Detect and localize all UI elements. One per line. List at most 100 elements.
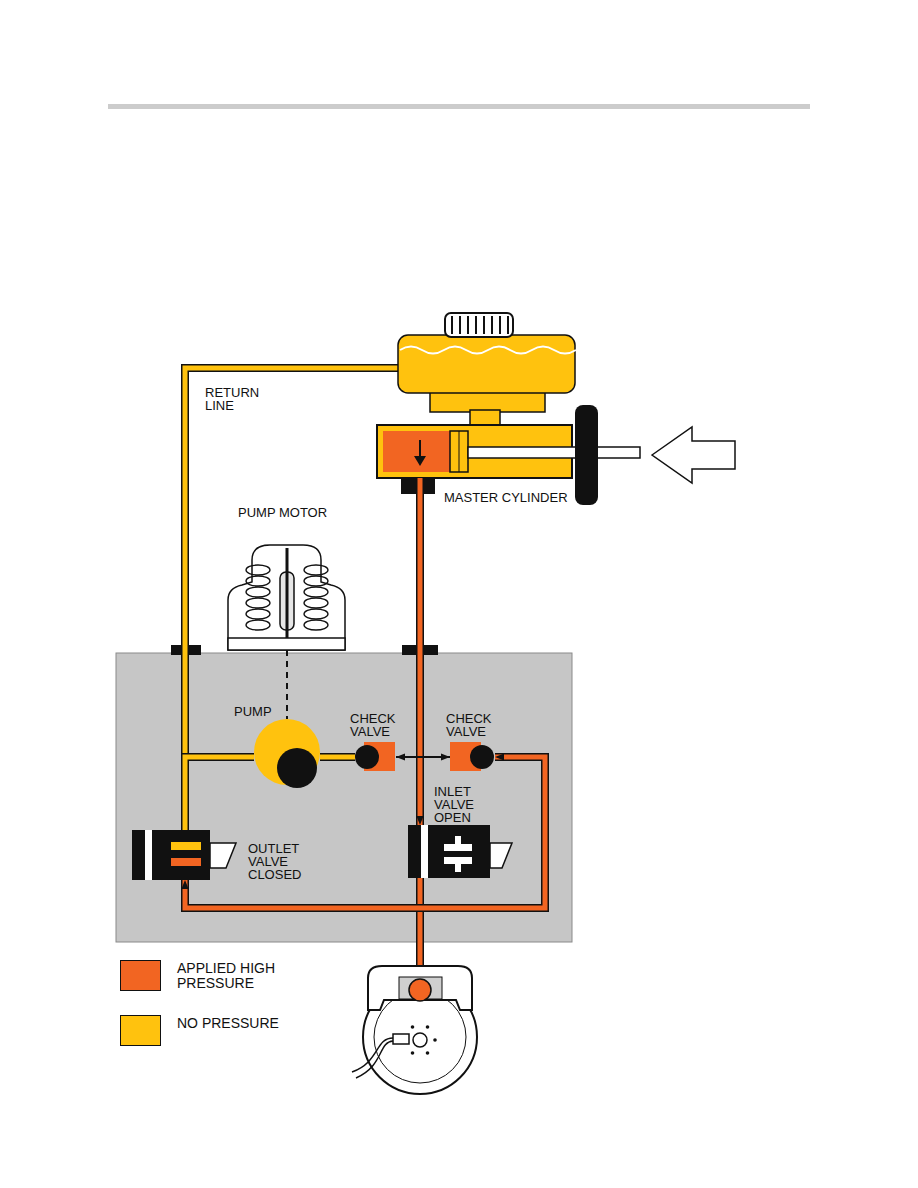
coil-turn	[304, 576, 328, 586]
piston	[450, 431, 468, 472]
motor-shaft	[286, 548, 289, 638]
connector-line	[418, 478, 423, 825]
legend-swatch	[120, 1015, 161, 1046]
hub-hole	[433, 1038, 437, 1042]
hub-hole	[426, 1025, 430, 1029]
motor-base	[228, 638, 345, 650]
component-label: CHECK VALVE	[350, 712, 406, 738]
hydraulic-connector	[185, 757, 545, 908]
connector-line	[320, 755, 355, 760]
knurl-rib	[499, 316, 501, 334]
outlet-valve-body	[132, 830, 210, 880]
component-node: MASTER CYLINDER	[377, 425, 572, 478]
rotor-ring	[374, 991, 466, 1083]
hydraulic-connector	[287, 650, 288, 719]
valve-seat	[455, 863, 461, 872]
coil-turn	[246, 576, 270, 586]
knurl-rib	[467, 316, 469, 334]
brake-caliper	[368, 966, 472, 1010]
hub-hole	[411, 1025, 415, 1029]
hydraulic-connector	[185, 757, 254, 830]
component-label: PUMP MOTOR	[238, 506, 348, 519]
coil-turn	[304, 565, 328, 575]
component-label: MASTER CYLINDER	[444, 491, 584, 504]
sensor-wire	[352, 1038, 393, 1078]
reservoir-cap	[445, 313, 513, 337]
pump-motor-housing	[228, 545, 345, 650]
valve-seat	[444, 844, 472, 851]
field-coils	[246, 565, 328, 630]
component-label: INLET VALVE OPEN	[434, 785, 480, 824]
piston-seal	[459, 431, 460, 472]
component-node: INLET VALVE OPEN	[408, 825, 512, 878]
return-line-outline	[185, 368, 398, 757]
return-line	[185, 368, 398, 757]
connector-line	[185, 757, 254, 830]
valve-seat	[455, 836, 461, 845]
component-label: CHECK VALVE	[446, 712, 502, 738]
component-label: PUMP	[234, 705, 280, 718]
component-node: PUMP	[254, 719, 320, 785]
knurl-rib	[507, 316, 509, 334]
top-rule	[108, 104, 810, 109]
knurl-rib	[459, 316, 461, 334]
flow-arrow-head	[414, 456, 426, 466]
connector-outline	[185, 757, 254, 830]
legend-text: NO PRESSURE	[177, 1016, 317, 1031]
coil-turn	[246, 565, 270, 575]
valve-port-pressure	[171, 858, 201, 866]
flow-arrow	[419, 440, 421, 458]
component-node: PUMP MOTOR	[228, 545, 345, 650]
check-valve-ball	[470, 745, 494, 769]
coil-turn	[304, 609, 328, 619]
line-label: RETURN LINE	[205, 386, 265, 412]
pedal-plate	[575, 405, 598, 505]
outlet-port	[401, 478, 417, 494]
component-node: CHECK VALVE	[355, 742, 396, 772]
hub-hole	[426, 1051, 430, 1055]
caliper-inlet	[409, 979, 431, 1001]
solenoid-coil	[210, 843, 236, 868]
connector-line	[286, 650, 288, 719]
hub	[413, 1033, 427, 1047]
reservoir-neck	[430, 392, 545, 412]
coil-turn	[304, 598, 328, 608]
connector-line	[396, 756, 450, 758]
valve-seat	[444, 857, 472, 864]
valve-port-closed	[171, 842, 201, 850]
hydraulic-connector	[420, 478, 421, 825]
coil-turn	[246, 598, 270, 608]
connector-outline	[416, 478, 424, 825]
reservoir	[398, 335, 575, 393]
component-node: OUTLET VALVE CLOSED	[132, 830, 236, 880]
pump-rotor	[277, 748, 317, 788]
coil-turn	[304, 587, 328, 597]
legend-swatch	[120, 960, 161, 991]
hub-hole	[411, 1051, 415, 1055]
push-rod	[468, 447, 640, 458]
inlet-valve-body	[408, 825, 490, 878]
knurl-rib	[483, 316, 485, 334]
outlet-port	[423, 478, 435, 494]
knurl-rib	[451, 316, 453, 334]
connector-outline	[185, 757, 545, 908]
component-node: CHECK VALVE	[450, 742, 495, 772]
pedal-force-arrow	[652, 427, 735, 483]
connector-outline	[320, 753, 355, 761]
solenoid-coil	[490, 843, 512, 868]
check-valve-ball	[355, 745, 379, 769]
coil-turn	[246, 609, 270, 619]
coil-turn	[246, 587, 270, 597]
cap-knurl	[452, 316, 508, 334]
hydraulic-connector	[320, 757, 355, 758]
valve-stripe	[421, 825, 428, 878]
coil-turn	[246, 620, 270, 630]
fluid-surface	[400, 347, 576, 354]
coil-turn	[304, 620, 328, 630]
connector-line	[185, 757, 545, 908]
legend-text: APPLIED HIGH PRESSURE	[177, 961, 317, 991]
hydraulic-connector	[396, 757, 450, 758]
